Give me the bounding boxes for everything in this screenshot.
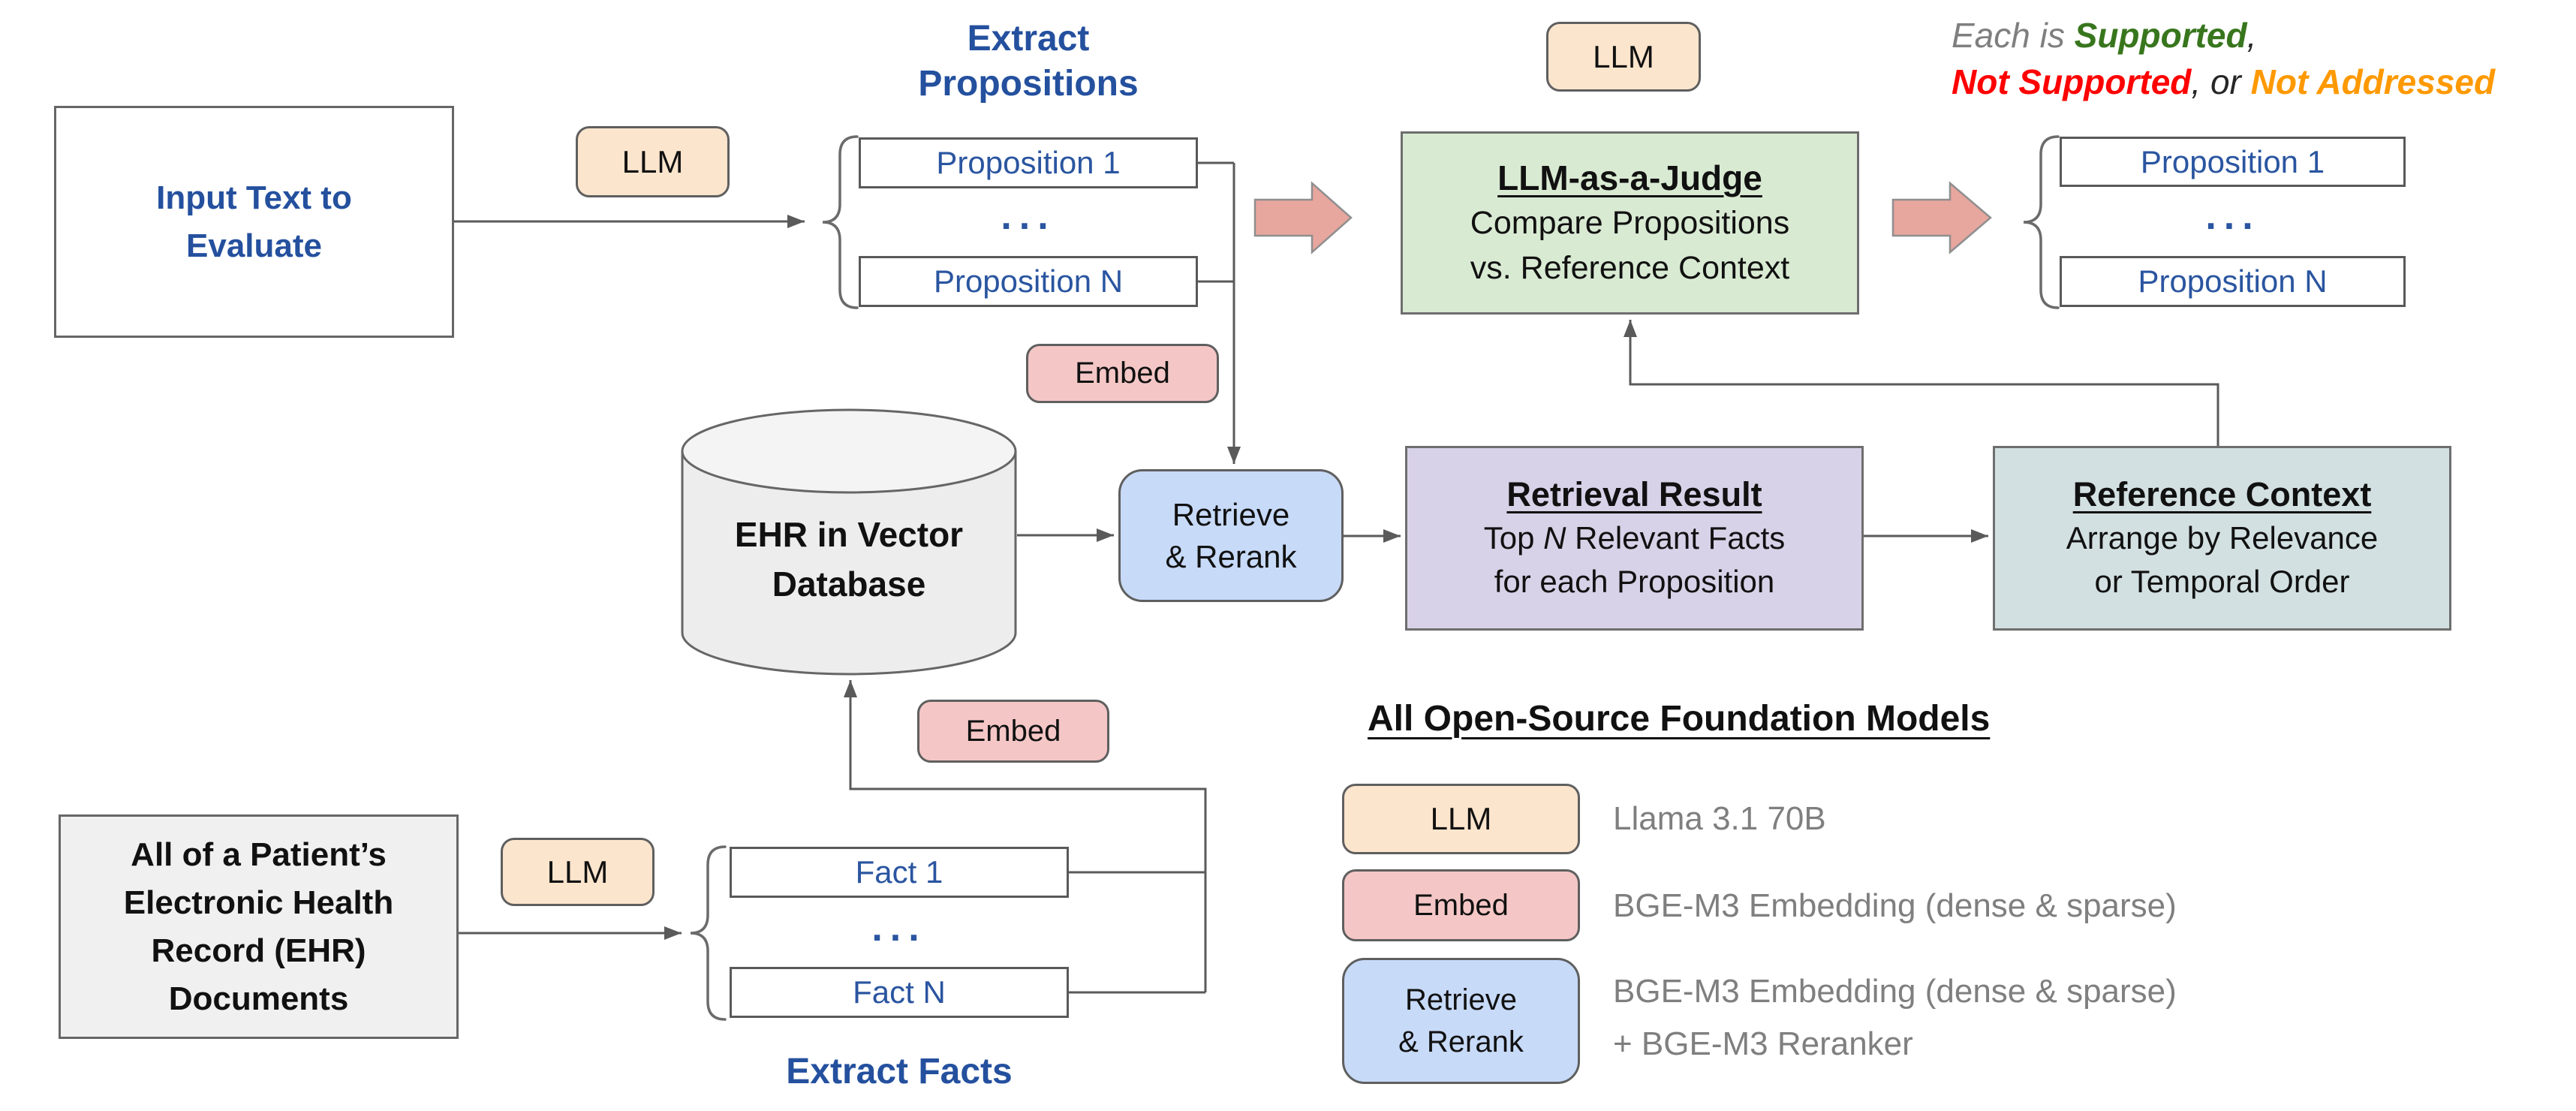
legend-llm-label-text: Llama 3.1 70B [1613,800,1826,837]
legend-retrieve-badge: Retrieve & Rerank [1342,958,1580,1084]
fact-1-box: Fact 1 [730,847,1069,898]
verdict-legend-text: Each is Supported, Not Supported, or Not… [1952,12,2495,105]
legend-retrieve-label-line1: BGE-M3 Embedding (dense & sparse) [1613,973,2177,1010]
legend-title-text: All Open-Source Foundation Models [1368,699,1991,739]
llm-badge-judge: LLM [1546,22,1701,92]
verdict-not-addressed: Not Addressed [2250,62,2496,101]
legend-retrieve-badge-line2: & Rerank [1398,1025,1524,1058]
extract-propositions-title-line2: Propositions [918,64,1139,104]
verdict-sep2: , or [2191,62,2251,101]
output-proposition-n-box: Proposition N [2060,256,2406,307]
ehr-documents-line4: Documents [168,980,349,1017]
reference-context-box: Reference Context Arrange by Relevance o… [1993,446,2451,631]
proposition-n-label: Proposition N [933,263,1124,299]
brace-output-left [2023,135,2060,309]
arrow-facts-to-db [844,680,1207,992]
legend-retrieve-label: BGE-M3 Embedding (dense & sparse) + BGE-… [1613,965,2177,1070]
verdict-line1: Each is Supported, [1952,12,2495,59]
verdict-line2: Not Supported, or Not Addressed [1952,59,2495,105]
legend-retrieve-label-line2: + BGE-M3 Reranker [1613,1025,1913,1062]
ehr-documents-box: All of a Patient’s Electronic Health Rec… [59,814,459,1039]
proposition-1-box: Proposition 1 [859,137,1198,188]
judge-title: LLM-as-a-Judge [1497,158,1762,197]
judge-line3: vs. Reference Context [1470,250,1790,286]
fact-ellipsis: ... [805,905,994,950]
output-proposition-ellipsis-text: ... [2205,194,2261,238]
retrieval-result-line2: Top N Relevant Facts [1484,516,1786,560]
legend-retrieve-badge-line1: Retrieve [1405,983,1517,1016]
legend-llm-label: Llama 3.1 70B [1613,800,1826,838]
input-text-line1: Input Text to [156,179,352,216]
output-proposition-ellipsis: ... [2138,194,2328,239]
vector-db-label-line1: EHR in Vector [734,515,964,554]
llm-badge-judge-label: LLM [1593,38,1654,74]
embed-badge-top: Embed [1026,344,1219,403]
verdict-supported: Supported [2074,16,2247,55]
retrieve-rerank-box: Retrieve & Rerank [1118,469,1344,602]
legend-embed-badge: Embed [1342,869,1580,941]
reference-context-line2: Arrange by Relevance [2066,520,2379,556]
verdict-not-supported: Not Supported [1952,62,2192,101]
judge-line2: Compare Propositions [1470,205,1790,241]
llm-as-a-judge-box: LLM-as-a-Judge Compare Propositions vs. … [1401,131,1859,315]
input-text-box: Input Text to Evaluate [54,106,454,338]
output-proposition-1-label: Proposition 1 [2140,143,2325,179]
embed-badge-bottom-label: Embed [965,714,1061,748]
ehr-documents-line1: All of a Patient’s [131,836,387,873]
retrieval-result-title: Retrieval Result [1506,475,1762,513]
ehr-documents-line3: Record (EHR) [151,932,366,969]
retrieval-result-box: Retrieval Result Top N Relevant Facts fo… [1405,446,1864,631]
fact-n-label: Fact N [853,974,946,1010]
legend-title: All Open-Source Foundation Models [1368,698,1990,739]
retrieval-result-line2-n: N [1543,520,1566,556]
llm-badge-bottom-label: LLM [546,854,609,890]
input-text-line2: Evaluate [186,227,322,264]
reference-context-title: Reference Context [2072,475,2372,513]
output-proposition-n-label: Proposition N [2138,263,2328,299]
fact-n-box: Fact N [730,967,1069,1018]
llm-badge-top: LLM [576,126,730,197]
extract-facts-title: Extract Facts [712,1051,1087,1092]
retrieval-result-line2-post: Relevant Facts [1566,520,1786,556]
extract-facts-title-text: Extract Facts [786,1052,1013,1091]
llm-badge-top-label: LLM [621,143,684,179]
vector-db-label: EHR in Vector Database [682,499,1016,619]
verdict-sep1: , [2246,16,2257,55]
legend-embed-label-text: BGE-M3 Embedding (dense & sparse) [1613,887,2177,924]
block-arrow-into-judge [1253,181,1353,254]
llm-badge-bottom: LLM [501,838,655,906]
legend-embed-label: BGE-M3 Embedding (dense & sparse) [1613,887,2177,925]
proposition-n-box: Proposition N [859,256,1198,307]
fact-1-label: Fact 1 [855,854,943,890]
extract-propositions-title: Extract Propositions [841,17,1216,107]
retrieve-rerank-line1: Retrieve [1172,496,1290,532]
embed-badge-bottom: Embed [917,700,1109,763]
database-cylinder-body [681,451,1017,676]
embed-badge-top-label: Embed [1075,357,1170,390]
legend-embed-badge-label: Embed [1413,888,1509,922]
proposition-ellipsis-text: ... [1001,194,1056,238]
retrieval-result-line2-pre: Top [1483,520,1544,556]
extract-propositions-title-line1: Extract [967,19,1090,59]
legend-llm-badge-label: LLM [1430,801,1492,836]
brace-facts-left [690,845,727,1021]
ehr-documents-line2: Electronic Health [123,884,394,921]
legend-llm-badge: LLM [1342,784,1580,854]
proposition-ellipsis: ... [934,194,1123,239]
block-arrow-out-of-judge [1891,181,1992,254]
reference-context-line3: or Temporal Order [2094,564,2350,599]
retrieval-result-line3: for each Proposition [1494,564,1775,599]
brace-propositions-left [822,135,859,309]
vector-db-label-line2: Database [772,565,926,604]
database-cylinder-top [681,408,1017,494]
verdict-prefix: Each is [1952,16,2075,55]
fact-ellipsis-text: ... [871,906,927,950]
retrieve-rerank-line2: & Rerank [1165,538,1297,574]
arrow-reference-to-judge [1624,320,2219,446]
proposition-1-label: Proposition 1 [936,145,1121,180]
output-proposition-1-box: Proposition 1 [2060,137,2406,187]
